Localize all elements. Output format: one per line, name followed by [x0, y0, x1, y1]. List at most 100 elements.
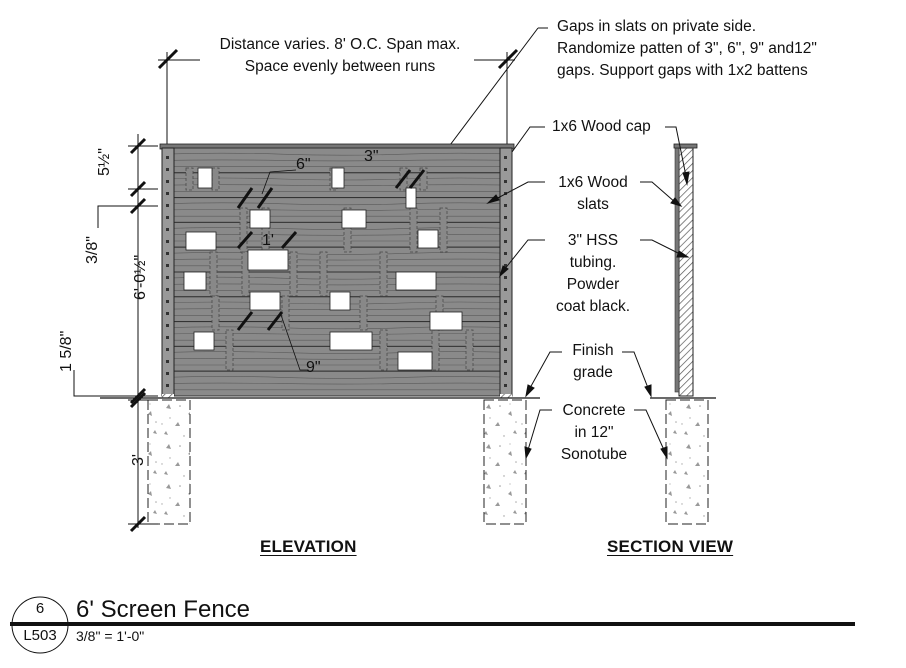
wood-grain: [161, 258, 513, 261]
fastener: [504, 288, 507, 291]
finish-grade-line1: Finish: [572, 342, 614, 359]
fastener: [166, 216, 169, 219]
slat-gap: [329, 291, 351, 311]
vertical-dimensions: [73, 134, 158, 533]
batten: [409, 207, 418, 253]
wood-slat: [161, 197, 513, 223]
fastener: [166, 276, 169, 279]
gap-leader: [279, 311, 308, 371]
fastener: [504, 180, 507, 183]
gaps-note-line3: gaps. Support gaps with 1x2 battens: [557, 62, 808, 79]
span-note-line1: Distance varies. 8' O.C. Span max.: [219, 36, 461, 53]
fastener: [504, 276, 507, 279]
dim-tick: [236, 231, 254, 249]
batten: [419, 167, 428, 191]
dim-tick: [394, 169, 412, 189]
concrete-note-line1: Concrete: [562, 402, 626, 419]
wood-grain: [161, 227, 513, 230]
detail-title: 6' Screen Fence: [76, 596, 251, 623]
wood-grain: [161, 283, 513, 286]
batten: [261, 207, 270, 253]
slat-gap: [183, 271, 207, 291]
fastener: [166, 384, 169, 387]
slat-gap: [249, 209, 271, 229]
slat-gap: [395, 271, 437, 291]
fastener: [166, 324, 169, 327]
slat-gap: [341, 209, 367, 229]
fastener: [504, 300, 507, 303]
fastener: [166, 372, 169, 375]
slat-gap: [429, 311, 463, 331]
post-base: [162, 394, 174, 398]
hss-note-line3: Powder: [566, 276, 620, 293]
fastener: [166, 348, 169, 351]
elevation-label: ELEVATION: [260, 537, 357, 556]
dim-tick: [280, 231, 298, 249]
wood-grain: [161, 202, 513, 206]
detail-number: 6: [35, 600, 45, 617]
wood-slat: [161, 246, 513, 273]
hss-note-line4: coat black.: [555, 298, 631, 315]
slats-note-line1: 1x6 Wood: [558, 174, 628, 191]
hss-note-line2: tubing.: [569, 254, 617, 271]
batten: [289, 251, 298, 297]
fastener: [504, 240, 507, 243]
fastener: [504, 360, 507, 363]
wood-grain: [161, 159, 513, 162]
wood-grain: [161, 382, 513, 385]
post-base: [500, 394, 512, 398]
concrete-note: Concrete in 12" Sonotube: [552, 400, 636, 466]
fastener: [166, 156, 169, 159]
batten: [319, 251, 328, 297]
wood-grain: [161, 358, 513, 360]
wood-slat: [161, 370, 513, 397]
fastener: [166, 240, 169, 243]
fastener: [504, 204, 507, 207]
gap-label-12in: 1': [262, 232, 274, 249]
fence-elevation: [159, 143, 515, 398]
wood-grain: [161, 376, 513, 379]
gap-leader: [261, 169, 297, 195]
fastener: [504, 336, 507, 339]
fastener: [504, 156, 507, 159]
dim-bottom-clear: 1 5/8": [58, 330, 75, 372]
batten: [241, 251, 250, 297]
dim-tick: [408, 169, 426, 189]
batten: [439, 207, 448, 253]
sheet-number: L503: [23, 627, 57, 644]
fastener: [504, 324, 507, 327]
dim-fence-height: 6'-0½": [132, 254, 149, 300]
wood-grain: [161, 152, 513, 156]
span-dimension: [157, 48, 519, 146]
gaps-note-line2: Randomize patten of 3", 6", 9" and12": [557, 40, 817, 57]
footing-right: [483, 399, 527, 525]
slat-gap: [397, 351, 433, 371]
section-view-label: SECTION VIEW: [607, 537, 734, 556]
fastener: [166, 336, 169, 339]
fastener: [504, 168, 507, 171]
wood-slat: [161, 221, 513, 248]
slat-gap: [247, 249, 289, 271]
cap-note: 1x6 Wood cap: [552, 118, 651, 135]
fastener: [504, 372, 507, 375]
fastener: [166, 228, 169, 231]
dim-cap-height: 5½": [96, 148, 113, 176]
fastener: [504, 216, 507, 219]
dim-footing-depth: 3': [130, 454, 147, 466]
dim-tick: [256, 187, 274, 209]
fastener: [166, 192, 169, 195]
batten: [343, 207, 352, 253]
batten: [211, 295, 220, 331]
slat-gap: [193, 331, 215, 351]
wood-grain: [161, 252, 513, 255]
span-note: Distance varies. 8' O.C. Span max. Space…: [195, 34, 485, 78]
concrete-note-line2: in 12": [574, 424, 614, 441]
finish-grade-line2: grade: [573, 364, 613, 381]
fastener: [166, 288, 169, 291]
fastener: [166, 312, 169, 315]
gap-label-6in: 6": [296, 156, 311, 173]
fastener: [166, 168, 169, 171]
dim-tick: [236, 311, 254, 331]
dim-tick: [236, 187, 254, 209]
